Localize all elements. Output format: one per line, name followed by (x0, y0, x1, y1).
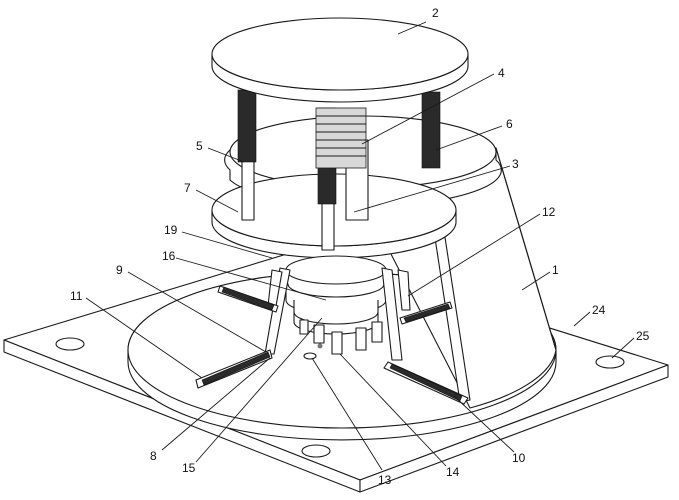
label-8: 8 (150, 449, 157, 463)
label-4: 4 (498, 66, 505, 80)
label-9: 9 (116, 263, 123, 277)
label-24: 24 (592, 303, 606, 317)
part-labels: 2 4 6 3 5 7 19 16 9 11 12 1 24 25 8 15 1… (70, 6, 650, 487)
label-1: 1 (552, 263, 559, 277)
label-14: 14 (446, 465, 460, 479)
label-15: 15 (182, 461, 196, 475)
label-6: 6 (506, 117, 513, 131)
hub-stack (285, 255, 387, 360)
label-5: 5 (196, 139, 203, 153)
mount-hole-right (595, 355, 625, 369)
label-19: 19 (164, 223, 178, 237)
spring-rails (195, 285, 469, 405)
label-7: 7 (184, 181, 191, 195)
leader-lines (85, 21, 635, 471)
label-16: 16 (162, 249, 176, 263)
mount-hole-front (301, 444, 331, 458)
top-plate (211, 17, 469, 103)
mount-hole-left (55, 337, 85, 351)
label-2: 2 (432, 6, 439, 20)
label-11: 11 (70, 289, 83, 303)
label-3: 3 (512, 157, 519, 171)
label-13: 13 (378, 473, 392, 487)
vertical-posts (237, 89, 441, 251)
label-10: 10 (512, 451, 526, 465)
label-12: 12 (542, 205, 556, 219)
label-25: 25 (636, 329, 650, 343)
small-washer (303, 352, 317, 360)
